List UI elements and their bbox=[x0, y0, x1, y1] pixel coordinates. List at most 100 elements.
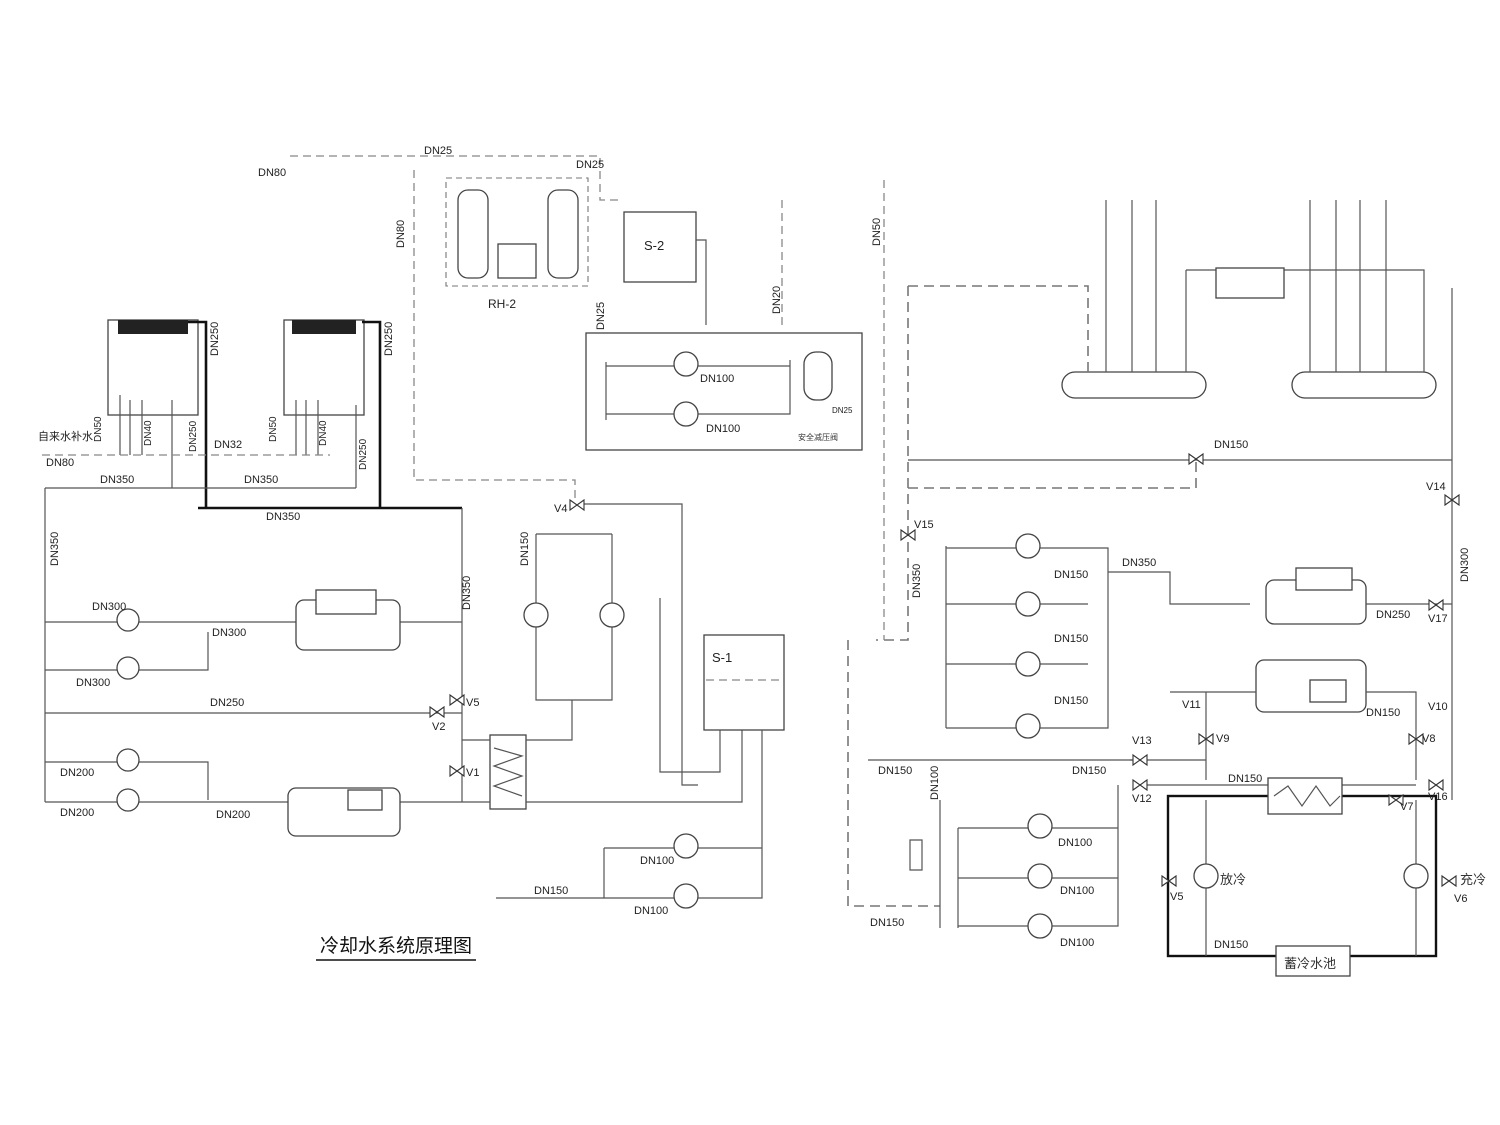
pipe-label-dn150-r5: DN150 bbox=[1228, 773, 1262, 785]
labels: 冷却水系统原理图 DN80 DN25 DN25 DN80 DN25 DN20 D… bbox=[38, 145, 1486, 972]
cooling-tower-1-fan bbox=[118, 320, 188, 334]
pipe-label-dn50-right: DN50 bbox=[871, 218, 883, 246]
label-valve-v12: V12 bbox=[1132, 793, 1152, 805]
valve-v14-symbol bbox=[1444, 493, 1460, 507]
pump-b7 bbox=[116, 608, 140, 632]
pipe-label-dn300-right: DN300 bbox=[1459, 548, 1471, 582]
resin-tank-2 bbox=[547, 189, 579, 279]
pump-b3 bbox=[1015, 533, 1041, 559]
pipe-label-dn350-c: DN350 bbox=[266, 511, 300, 523]
pipe-label-dn250-a: DN250 bbox=[209, 322, 221, 356]
condenser-pump-group bbox=[45, 508, 743, 837]
pump-b8 bbox=[116, 656, 140, 680]
label-safety-valve: 安全减压阀 bbox=[798, 432, 838, 442]
valve-v2-symbol bbox=[429, 705, 445, 719]
pipe-label-dn100-c: DN100 bbox=[640, 855, 674, 867]
label-valve-v11: V11 bbox=[1182, 699, 1201, 711]
pipe-label-dn150-b3: DN150 bbox=[1054, 569, 1088, 581]
label-valve-v14: V14 bbox=[1426, 481, 1446, 493]
pipe-label-dn250-d: DN250 bbox=[358, 438, 369, 470]
softener-unit-rh2 bbox=[445, 177, 589, 287]
expansion-vessel bbox=[803, 351, 833, 401]
label-valve-v7: V7 bbox=[1400, 801, 1413, 813]
label-valve-v16: V16 bbox=[1428, 791, 1448, 803]
pipe-label-dn150-left: DN150 bbox=[519, 532, 531, 566]
pipe-label-dn50-left: DN50 bbox=[93, 416, 104, 442]
pipe-label-dn350-a: DN350 bbox=[100, 474, 134, 486]
diagram-title: 冷却水系统原理图 bbox=[320, 935, 472, 957]
label-valve-v4: V4 bbox=[554, 503, 567, 515]
pump-b4 bbox=[1015, 591, 1041, 617]
pump-discharge bbox=[1193, 863, 1219, 889]
valve-v4-symbol bbox=[569, 498, 585, 512]
label-charge: 充冷 bbox=[1460, 872, 1486, 888]
pump-skid-b3 bbox=[585, 332, 863, 451]
valve-v6-symbol bbox=[1441, 874, 1457, 888]
pipe-label-dn25-c: DN25 bbox=[595, 302, 607, 330]
pipe-label-dn200-b: DN200 bbox=[60, 807, 94, 819]
pump-b16 bbox=[673, 401, 699, 427]
water-treatment bbox=[290, 155, 783, 500]
distribution-headers bbox=[876, 180, 1453, 800]
chiller-l1-compressor bbox=[315, 589, 377, 615]
label-tap-water: 自来水补水 bbox=[38, 430, 93, 443]
valve-v12-symbol bbox=[1132, 778, 1148, 792]
pump-b6 bbox=[1015, 713, 1041, 739]
pipe-label-dn200-c: DN200 bbox=[216, 809, 250, 821]
valve-v1-symbol bbox=[449, 764, 465, 778]
label-valve-v6: V6 bbox=[1454, 893, 1467, 905]
pipe-label-dn100-r3: DN100 bbox=[1060, 885, 1094, 897]
pipe-label-dn25-b: DN25 bbox=[576, 159, 604, 171]
cooling-towers bbox=[42, 319, 462, 802]
valve-v5-symbol bbox=[449, 693, 465, 707]
label-valve-v15: V15 bbox=[914, 519, 934, 531]
pipe-label-dn350-d: DN350 bbox=[49, 532, 61, 566]
bypass-valve-group bbox=[1215, 267, 1285, 299]
label-rh2: RH-2 bbox=[488, 297, 516, 311]
valve-v5r-symbol bbox=[1161, 874, 1177, 888]
pump-b5 bbox=[1015, 651, 1041, 677]
pump-b19 bbox=[1027, 813, 1053, 839]
pump-b15 bbox=[673, 883, 699, 909]
pipe-label-dn250-right: DN250 bbox=[1376, 609, 1410, 621]
pipe-label-dn250-b: DN250 bbox=[383, 322, 395, 356]
pump-b14-right bbox=[1027, 863, 1053, 889]
pipe-label-dn100-r2: DN100 bbox=[1058, 837, 1092, 849]
pipe-label-dn150-r2: DN150 bbox=[1366, 707, 1400, 719]
pipe-label-dn80-left: DN80 bbox=[46, 457, 74, 469]
pump-b13 bbox=[673, 351, 699, 377]
valve-symbols bbox=[429, 452, 1460, 888]
chiller-r2-compressor bbox=[1309, 679, 1347, 703]
pump-b11 bbox=[523, 602, 549, 628]
valve-v16-symbol bbox=[1428, 778, 1444, 792]
pump-b17 bbox=[1027, 913, 1053, 939]
pipe-label-dn350-e: DN350 bbox=[461, 576, 473, 610]
plate-heat-exchanger-right bbox=[1267, 777, 1343, 815]
cooling-tower-2-fan bbox=[292, 320, 356, 334]
pump-b12 bbox=[599, 602, 625, 628]
valve-v13-symbol bbox=[1132, 753, 1148, 767]
pipe-label-dn100-right: DN100 bbox=[929, 766, 941, 800]
label-valve-v8: V8 bbox=[1422, 733, 1435, 745]
label-s1: S-1 bbox=[712, 650, 732, 665]
pipe-label-dn250-c: DN250 bbox=[188, 420, 199, 452]
pipe-label-dn25-a: DN25 bbox=[424, 145, 452, 157]
pipe-label-dn150-header: DN150 bbox=[1214, 439, 1248, 451]
valve-v15-symbol bbox=[900, 528, 916, 542]
label-valve-v9: V9 bbox=[1216, 733, 1229, 745]
pipe-label-dn25-vessel: DN25 bbox=[832, 406, 853, 415]
label-valve-v17: V17 bbox=[1428, 613, 1448, 625]
pipe-label-dn350-right: DN350 bbox=[911, 564, 923, 598]
pipe-label-dn150-bottom: DN150 bbox=[534, 885, 568, 897]
pipe-label-dn150-r7: DN150 bbox=[1214, 939, 1248, 951]
plate-heat-exchanger-left bbox=[489, 734, 527, 810]
valve-v9-symbol bbox=[1198, 732, 1214, 746]
pipe-label-dn50-mid: DN50 bbox=[268, 416, 279, 442]
pipe-label-dn300-a: DN300 bbox=[92, 601, 126, 613]
label-s2: S-2 bbox=[644, 238, 664, 253]
valve-v8-symbol bbox=[1408, 732, 1424, 746]
label-discharge: 放冷 bbox=[1220, 873, 1246, 888]
label-cold-storage-pool: 蓄冷水池 bbox=[1284, 957, 1336, 972]
header-left bbox=[1061, 371, 1207, 399]
chilled-pump-group bbox=[868, 533, 1452, 786]
